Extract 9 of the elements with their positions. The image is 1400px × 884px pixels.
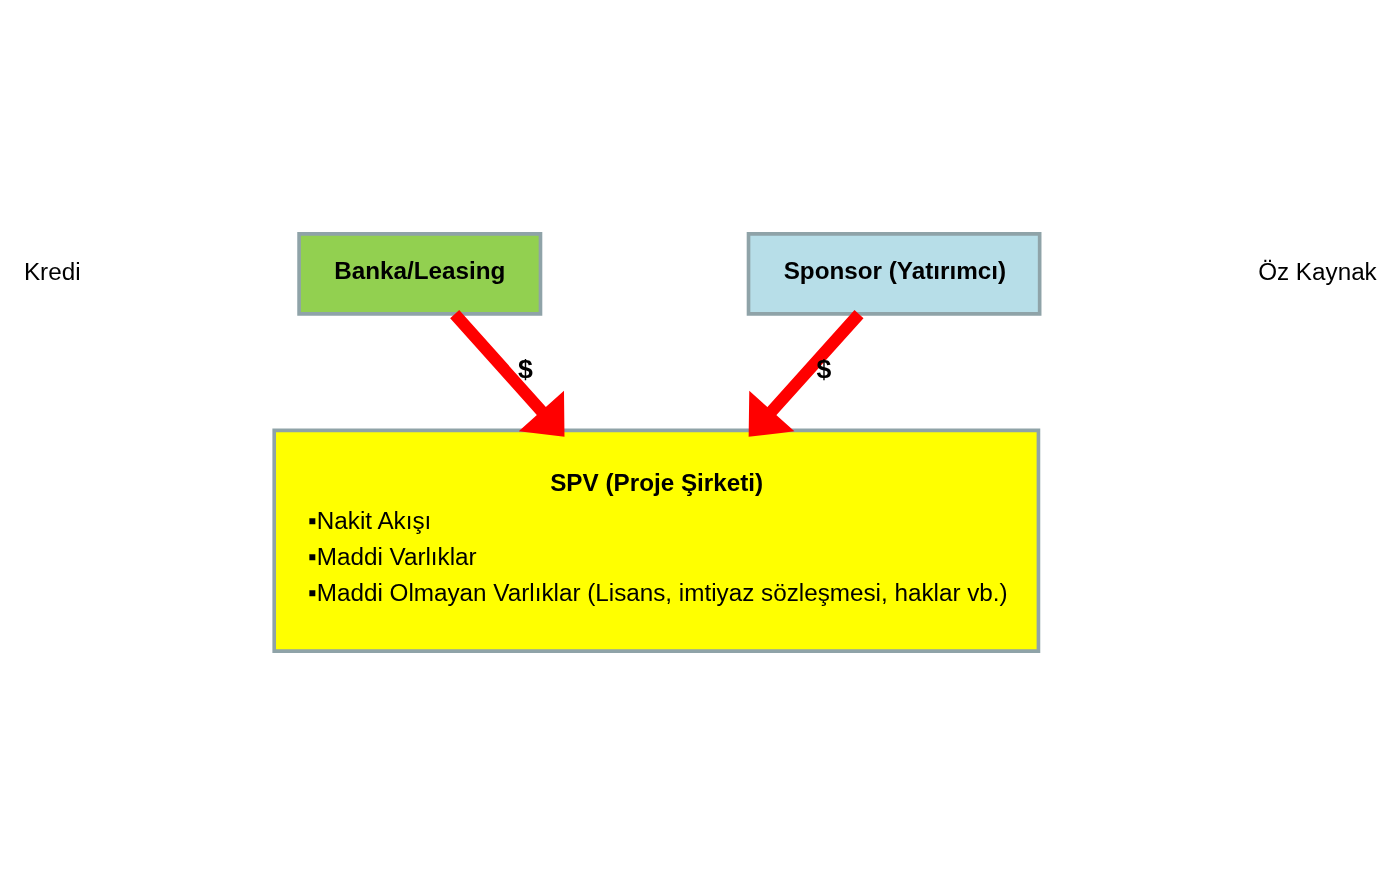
arrow	[450, 309, 565, 437]
edge-label: $	[518, 353, 533, 384]
node-box: SPV (Proje Şirketi) ▪Nakit Akışı ▪Maddi Varlıklar ▪Maddi Olmayan Varlıklar (Lisans, imtiyaz sözleşmesi, haklar vb.)	[272, 428, 1041, 653]
edge-label: $	[816, 353, 832, 384]
node-box: Sponsor (Yatırımcı)	[746, 231, 1042, 316]
arrow	[748, 309, 864, 437]
node-box: Banka/Leasing	[297, 231, 543, 316]
label: Öz Kaynak	[1258, 257, 1377, 285]
label: Kredi	[23, 257, 81, 285]
